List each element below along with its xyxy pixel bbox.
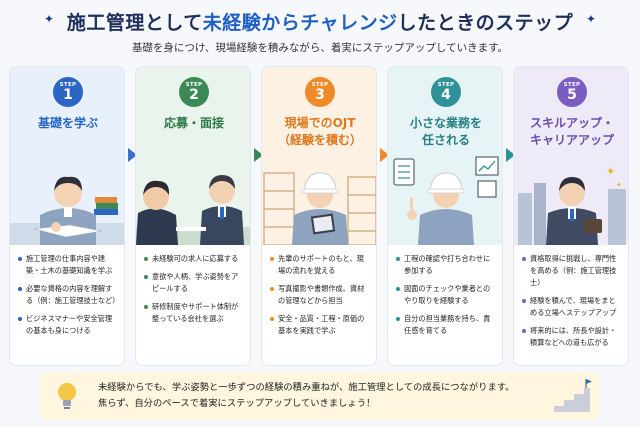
step-items: 先輩のサポートのもと、現場の流れを覚える 写真撮影や書類作成、資材の管理などから… [262, 245, 376, 337]
step-label: STEP [59, 82, 77, 88]
list-item: 安全・品質・工程・原価の基本を実践で学ぶ [270, 313, 370, 337]
list-item: 資格取得に挑戦し、専門性を高める（例：施工管理技士） [522, 253, 622, 289]
step-number: 5 [567, 87, 577, 103]
title-highlight: 未経験からチャレンジ [202, 12, 398, 34]
step-number: 1 [63, 87, 73, 103]
list-item: 写真撮影や書類作成、資材の管理などから担当 [270, 283, 370, 307]
studying-worker-illustration [10, 176, 124, 245]
step-label: STEP [311, 82, 329, 88]
step-cards: STEP 1 基礎を学ぶ 施工管理の仕事内容や建築・土木の基礎知識を [9, 66, 631, 366]
step-title: スキルアップ・ キャリアアップ [529, 116, 614, 147]
list-item: 意欲や人柄、学ぶ姿勢をアピールする [144, 271, 244, 295]
sparkle-icon: ✦ [586, 12, 597, 26]
list-item: 先輩のサポートのもと、現場の流れを覚える [270, 253, 370, 277]
interview-illustration [136, 175, 250, 245]
step-card-5: STEP 5 スキルアップ・ キャリアアップ ✦ ✦ 資 [513, 66, 629, 366]
step-title: 小さな業務を 任される [409, 116, 482, 147]
step-card-2: STEP 2 応募・面接 未経験可の求人に応募する 意欲 [135, 66, 251, 366]
step-title: 基礎を学ぶ [37, 116, 98, 130]
step-card-3: STEP 3 現場でのOJT （経験を積む） [261, 66, 377, 366]
step-items: 未経験可の求人に応募する 意欲や人柄、学ぶ姿勢をアピールする 研修制度やサポート… [136, 245, 250, 325]
page-title: ✦ 施工管理として未経験からチャレンジしたときのステップ ✦ [0, 8, 640, 35]
list-item: 経験を積んで、現場をまとめる立場へステップアップ [522, 295, 622, 319]
list-item: 施工管理の仕事内容や建築・土木の基礎知識を学ぶ [18, 253, 118, 277]
chevron-right-icon [128, 148, 137, 162]
list-item: ビジネスマナーや安全管理の基本も身につける [18, 313, 118, 337]
svg-text:✦: ✦ [616, 181, 622, 189]
step-title: 現場でのOJT （経験を積む） [277, 116, 362, 147]
step-badge: STEP 1 [53, 77, 83, 107]
sparkle-icon: ✦ [44, 12, 55, 26]
stairs-flag-icon [554, 379, 592, 412]
step-number: 3 [315, 87, 325, 103]
footer-message-box: 未経験からでも、学ぶ姿勢と一歩ずつの経験の積み重ねが、施工管理としての成長につな… [40, 372, 600, 420]
career-worker-illustration: ✦ ✦ [518, 165, 626, 245]
list-item: 研修制度やサポート体制が整っている会社を選ぶ [144, 301, 244, 325]
list-item: 必要な資格の内容を理解する（例：施工管理技士など） [18, 283, 119, 307]
list-item: 自分の担当業務を持ち、責任感を育てる [396, 313, 496, 337]
list-item: 図面のチェックや業者とのやり取りを経験する [396, 283, 496, 307]
step-items: 施工管理の仕事内容や建築・土木の基礎知識を学ぶ 必要な資格の内容を理解する（例：… [10, 245, 124, 337]
title-pre: 施工管理として [66, 12, 203, 34]
page-subtitle: 基礎を身につけ、現場経験を積みながら、着実にステップアップしていきます。 [131, 42, 509, 54]
step-items: 資格取得に挑戦し、専門性を高める（例：施工管理技士） 経験を積んで、現場をまとめ… [514, 245, 628, 349]
tasks-worker-illustration [393, 156, 499, 245]
step-badge: STEP 5 [557, 77, 587, 107]
step-badge: STEP 4 [431, 77, 461, 107]
title-post: したときのステップ [397, 12, 574, 34]
step-badge: STEP 3 [305, 77, 335, 107]
list-item: 工程の確認や打ち合わせに参加する [396, 253, 496, 277]
step-label: STEP [185, 82, 203, 88]
step-number: 4 [441, 87, 451, 103]
step-badge: STEP 2 [179, 77, 209, 107]
step-card-4: STEP 4 小さな業務を 任される [387, 66, 503, 366]
step-items: 工程の確認や打ち合わせに参加する 図面のチェックや業者とのやり取りを経験する 自… [388, 245, 502, 337]
chevron-right-icon [380, 148, 389, 162]
step-number: 2 [189, 87, 199, 103]
lightbulb-icon [58, 383, 76, 409]
list-item: 未経験可の求人に応募する [144, 253, 244, 265]
footer-text: 未経験からでも、学ぶ姿勢と一歩ずつの経験の積み重ねが、施工管理としての成長につな… [98, 382, 515, 409]
svg-text:✦: ✦ [606, 165, 615, 178]
step-card-1: STEP 1 基礎を学ぶ 施工管理の仕事内容や建築・土木の基礎知識を [9, 66, 125, 366]
chevron-right-icon [254, 148, 263, 162]
list-item: 将来的には、所長や設計・積算などへの道も広がる [522, 325, 622, 349]
site-worker-illustration [263, 172, 376, 245]
step-label: STEP [563, 82, 581, 88]
step-label: STEP [437, 82, 455, 88]
step-title: 応募・面接 [163, 116, 224, 130]
chevron-right-icon [506, 148, 515, 162]
